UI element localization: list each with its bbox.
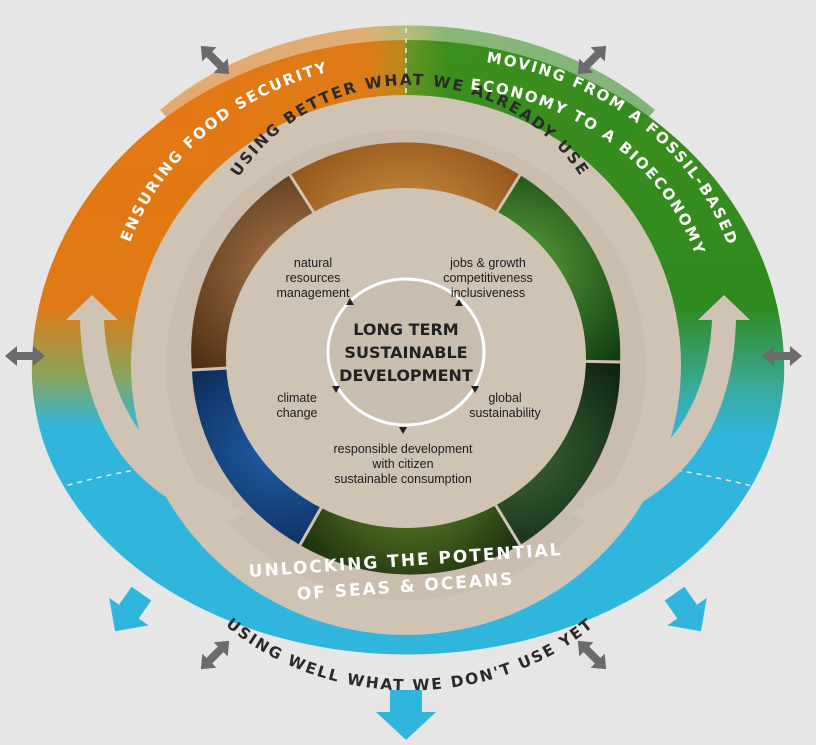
node-global: global sustainability [469,391,541,420]
node-climate: climate change [276,391,317,420]
triangle-marker-icon [399,427,407,434]
cycle-arrows [66,295,750,535]
node-responsible-line-2: with citizen [371,457,433,471]
node-natural-resources: natural resources management [277,256,350,300]
cycle-arrow-icon-head-right [571,495,616,535]
center-title-line-1: LONG TERM [353,320,458,339]
node-global-line-2: sustainability [469,406,541,420]
bottom-arrows [109,586,707,740]
down-arrow-icon [376,690,436,740]
double-arrow-icon [200,45,230,75]
node-responsible-line-3: sustainable consumption [334,472,472,486]
double-arrow-icon [5,346,45,366]
node-responsible: responsible development with citizen sus… [334,442,474,486]
double-arrow-icon [200,640,230,670]
center-title: LONG TERM SUSTAINABLE DEVELOPMENT [339,320,473,385]
node-natural-resources-line-2: resources [286,271,341,285]
outer-arrows [5,45,802,670]
double-arrow-icon [577,640,607,670]
triangle-marker-icon [346,298,354,305]
node-markers [332,298,479,434]
node-jobs-growth-line-1: jobs & growth [449,256,526,270]
triangle-marker-icon [455,299,463,306]
down-arrow-icon [109,586,152,632]
photo-disc [191,142,621,575]
ring-divider-left [57,461,191,489]
node-natural-resources-line-1: natural [294,256,332,270]
node-jobs-growth-line-3: inclusiveness [451,286,525,300]
cycle-arrow-icon [66,295,232,520]
node-natural-resources-line-3: management [277,286,350,300]
triangle-marker-icon [332,386,340,393]
center-title-line-3: DEVELOPMENT [339,366,473,385]
node-jobs-growth-line-2: competitiveness [443,271,533,285]
cycle-arrow-icon [584,295,750,520]
center-title-line-2: SUSTAINABLE [344,343,467,362]
double-arrow-icon [762,346,802,366]
node-climate-line-2: change [276,406,317,420]
node-responsible-line-1: responsible development [334,442,474,456]
down-arrow-icon [664,586,707,632]
node-jobs-growth: jobs & growth competitiveness inclusiven… [443,256,533,300]
double-arrow-icon [577,45,607,75]
ring-divider-right [619,461,761,489]
center-circle [326,277,486,427]
triangle-marker-icon [471,386,479,393]
cycle-arrow-icon-head-left [200,495,245,535]
node-climate-line-1: climate [277,391,317,405]
node-global-line-1: global [488,391,521,405]
